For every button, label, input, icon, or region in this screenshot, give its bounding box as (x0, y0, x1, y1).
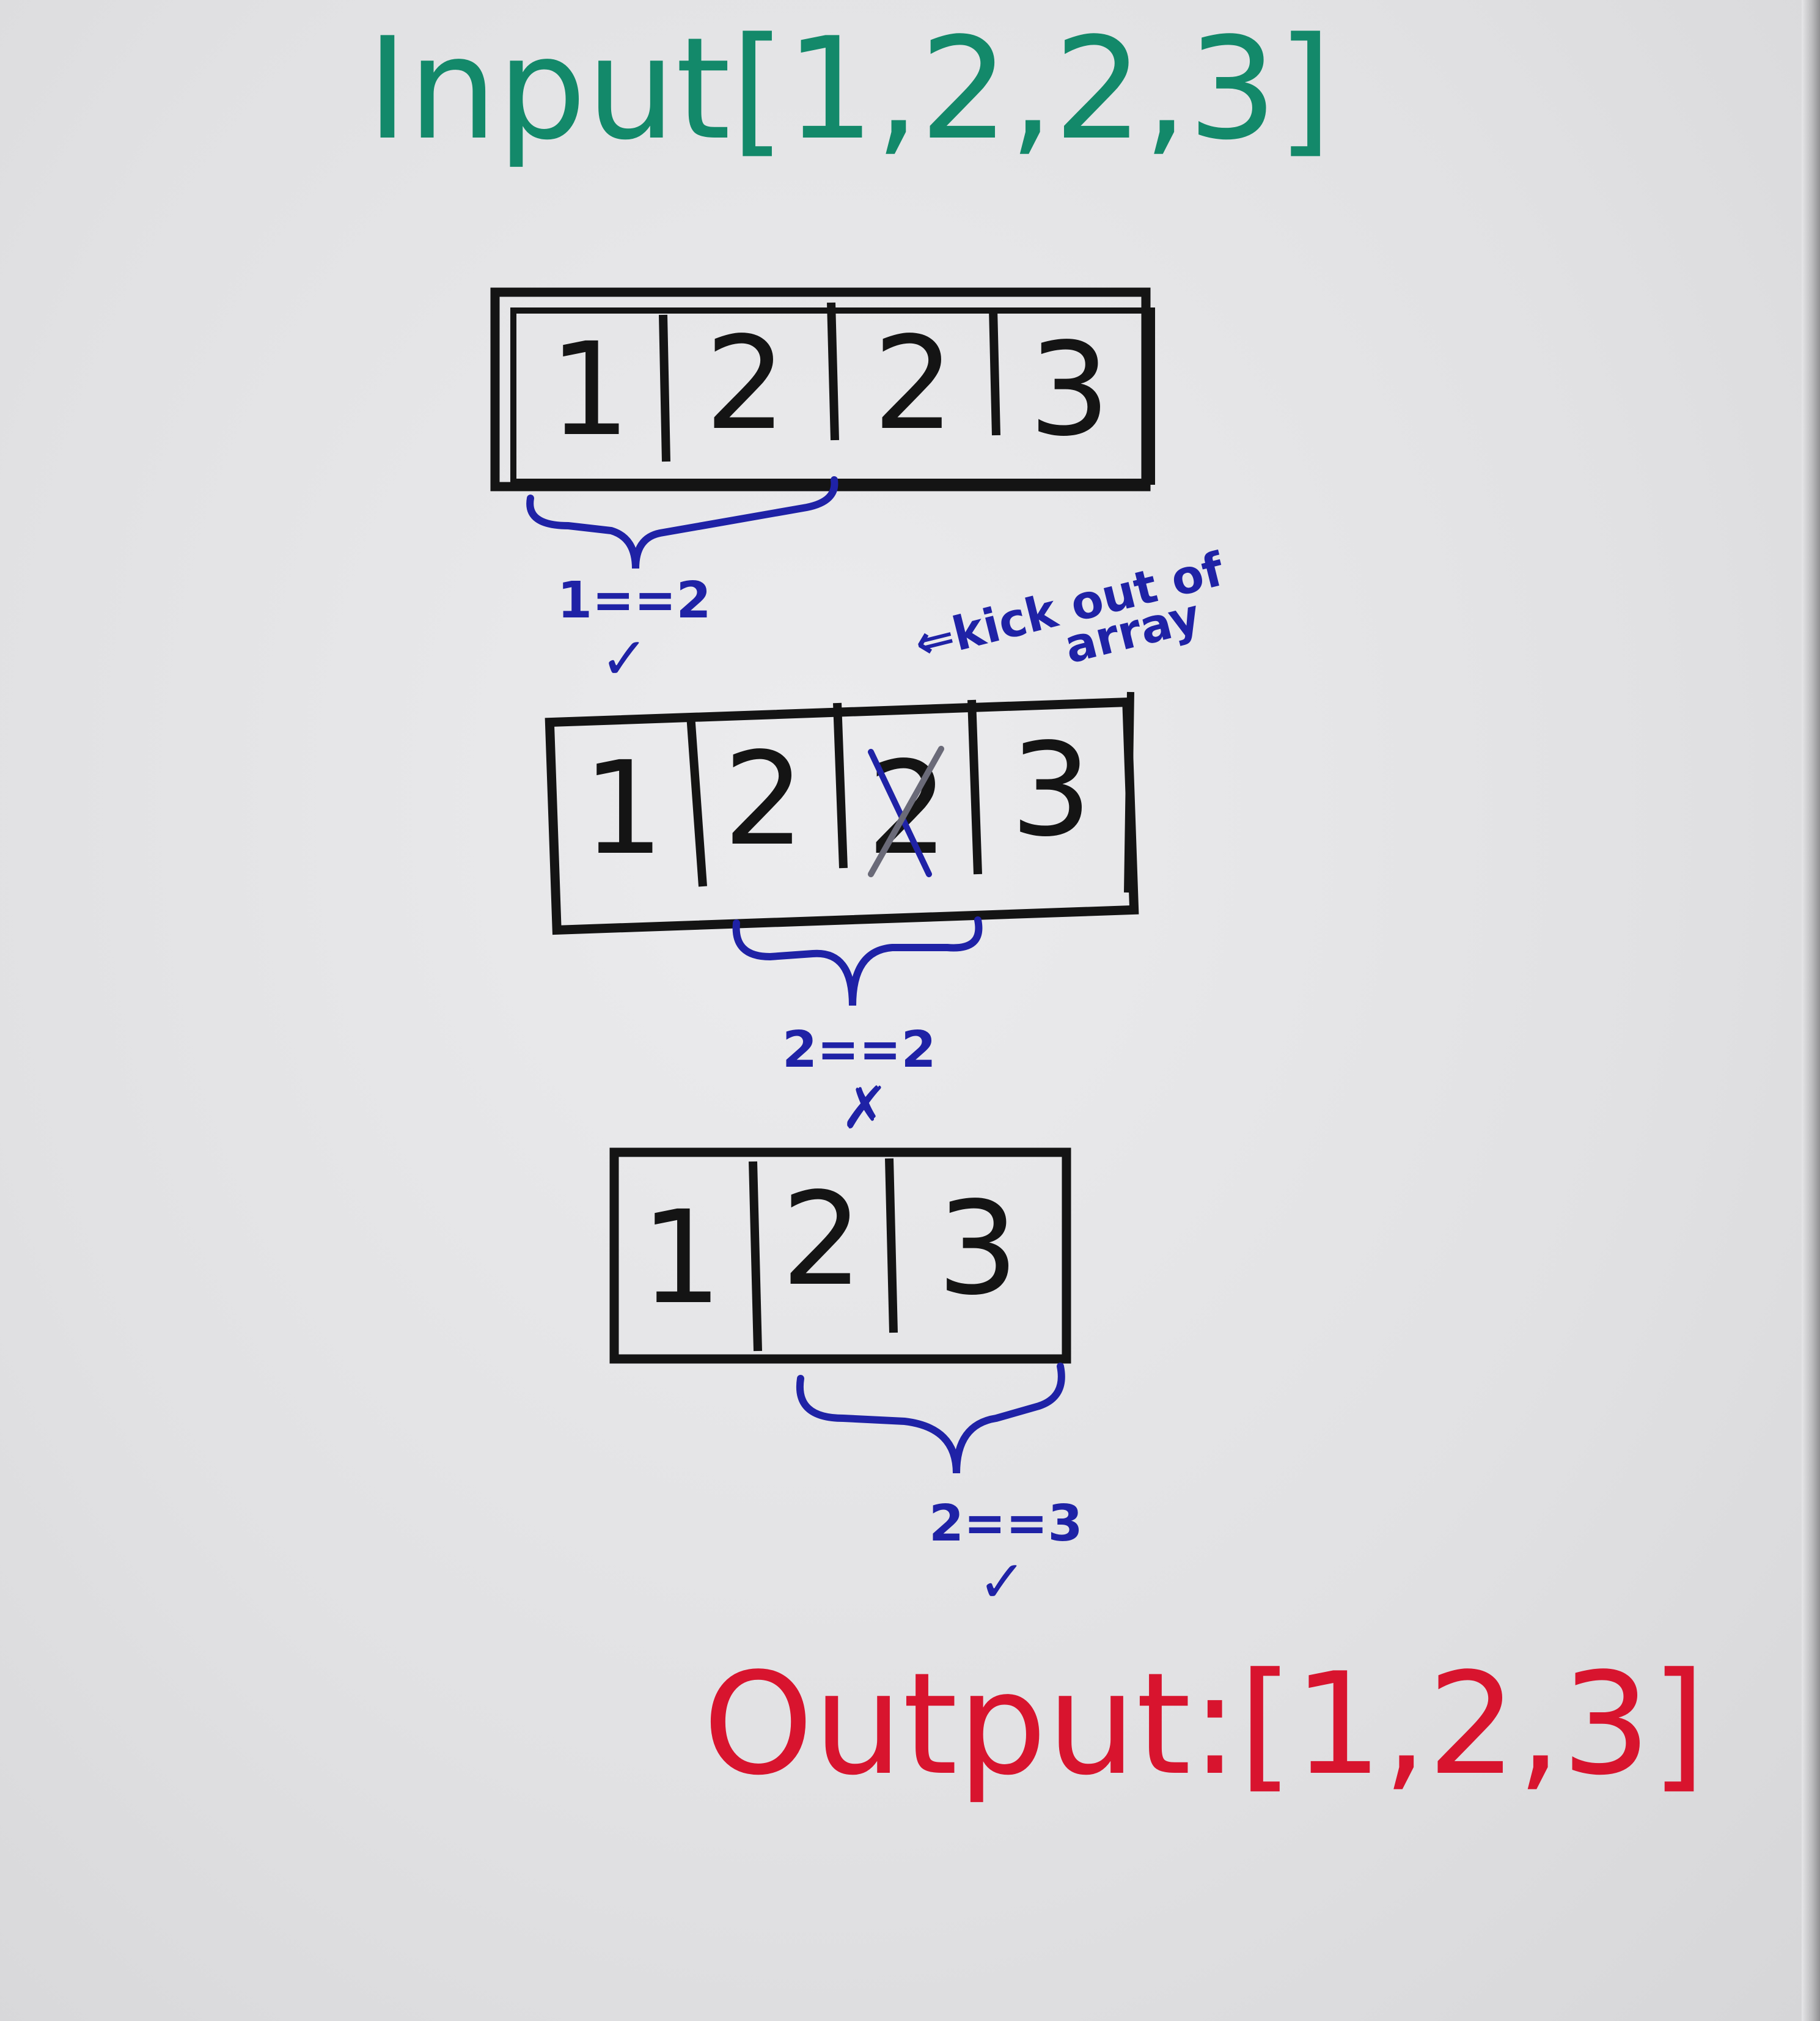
array-1-cell-3: 2 (873, 309, 955, 458)
strike-mark (868, 749, 932, 877)
comparison-3-text: 2==3 (929, 1495, 1083, 1553)
whiteboard-frame-edge (1802, 0, 1820, 2021)
array-3-cell-1: 1 (640, 1183, 722, 1333)
array-3-divider (749, 1161, 762, 1352)
input-heading: Input[1,2,2,3] (367, 8, 1332, 171)
array-1-cell-1: 1 (549, 315, 631, 465)
array-1: 1 2 2 3 (490, 287, 1155, 491)
comparison-2-cross: ✗ (840, 1075, 889, 1142)
strike-mark (868, 746, 944, 877)
array-2-divider (967, 699, 982, 875)
array-2-divider (833, 702, 848, 869)
array-1-cell-4: 3 (1029, 315, 1110, 465)
array-1-frame (490, 287, 1151, 491)
array-1-cell-2: 2 (705, 309, 787, 458)
comparison-3-checkmark: ✓ (978, 1548, 1027, 1616)
brace-compare-2 (732, 916, 983, 1006)
array-1-divider (659, 314, 670, 462)
array-1-divider (989, 308, 1000, 436)
array-2-cell-1: 1 (582, 734, 664, 883)
comparison-2-text: 2==2 (782, 1021, 936, 1079)
comparison-1-text: 1==2 (557, 572, 711, 630)
array-3-cell-2: 2 (781, 1165, 863, 1314)
array-2-edge (1124, 691, 1134, 893)
array-2-cell-4: 3 (1010, 715, 1092, 865)
brace-compare-1 (526, 476, 838, 569)
array-2: 1 2 2 3 (545, 691, 1139, 935)
array-2-cell-2: 2 (723, 724, 805, 874)
array-1-divider (827, 302, 839, 441)
brace-compare-3 (796, 1363, 1065, 1474)
array-3-divider (885, 1158, 898, 1333)
output-heading: Output:[1,2,3] (703, 1643, 1706, 1806)
comparison-1-checkmark: ✓ (600, 625, 649, 693)
array-3-cell-3: 3 (937, 1174, 1019, 1323)
array-3: 1 2 3 (609, 1147, 1071, 1364)
array-3-frame (609, 1147, 1071, 1364)
array-2-divider (686, 715, 707, 887)
